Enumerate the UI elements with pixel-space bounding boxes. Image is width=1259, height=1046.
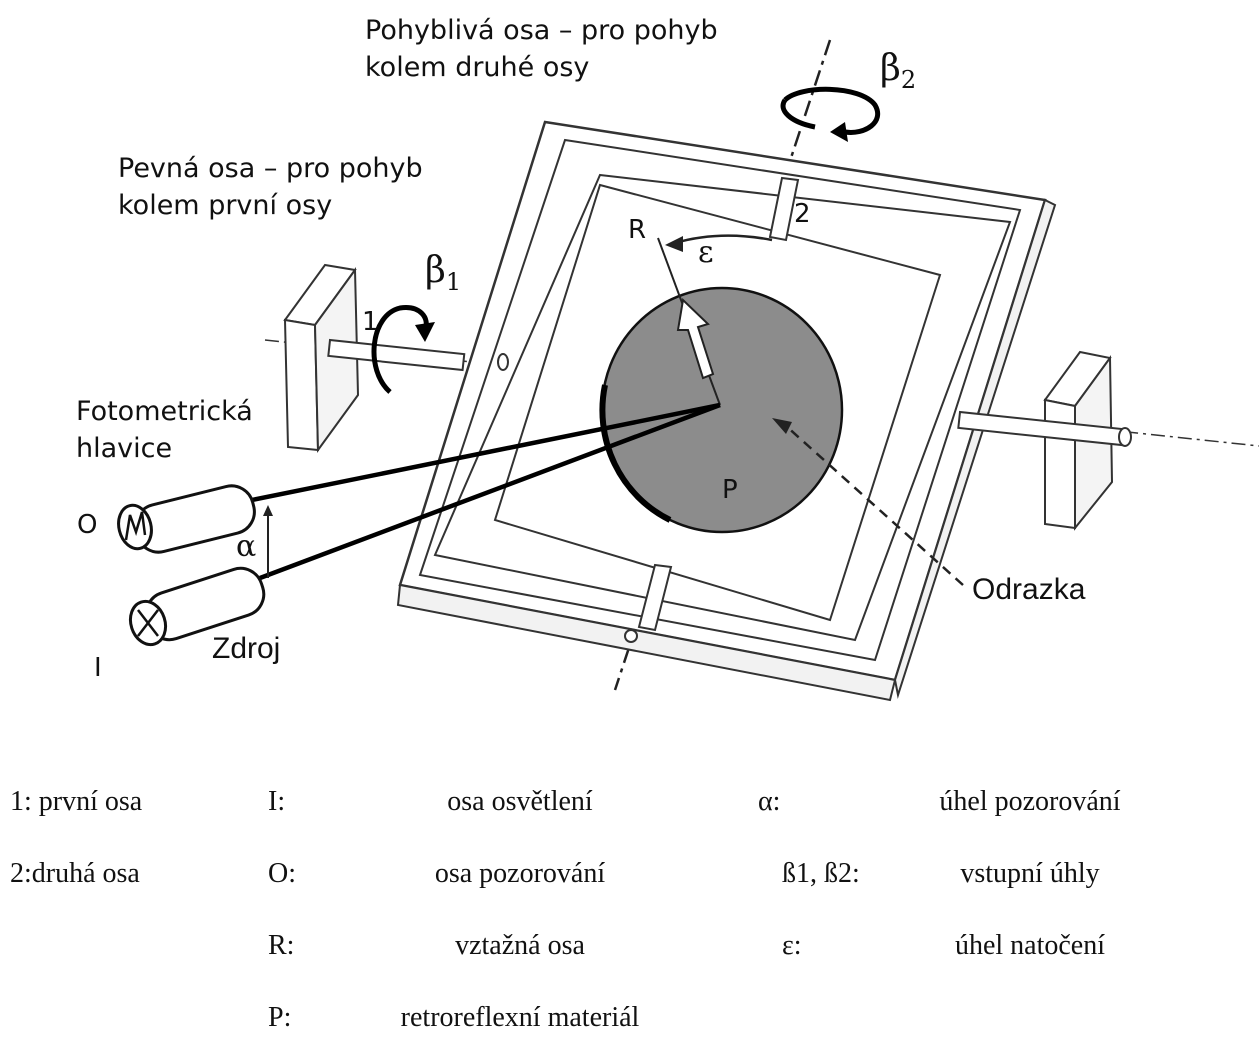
epsilon-arc — [674, 234, 773, 245]
illumination-axis-label: I — [94, 653, 102, 683]
axis1-label: 1 — [362, 307, 379, 337]
beta1-label: β1 — [425, 250, 461, 296]
illumination-beam — [259, 402, 721, 581]
disc-edge — [599, 384, 672, 523]
reflector-pointer-arrow — [772, 418, 792, 434]
legend-symbol-greek: ε: — [782, 930, 802, 961]
beta2-rotation-arrow — [780, 86, 880, 142]
legend-row: P: retroreflexní materiál — [0, 1002, 1259, 1046]
goniometer-diagram: β1 β2 1 2 R ε P α O I — [77, 39, 1259, 702]
legend-symbol: O: — [268, 858, 296, 889]
second-axis-rod — [624, 176, 800, 643]
source-label: Zdroj — [212, 632, 281, 665]
reflector-pointer — [784, 424, 964, 586]
legend-symbol-greek: ß1, ß2: — [782, 858, 860, 889]
legend-symbol: I: — [268, 786, 286, 817]
legend-axis-term: 2:druhá osa — [10, 858, 140, 889]
photometric-head — [117, 484, 256, 554]
legend-meaning-greek: vstupní úhly — [960, 858, 1100, 889]
light-source — [128, 566, 266, 647]
legend-meaning-greek: úhel pozorování — [939, 786, 1121, 817]
alpha-arrowhead-top — [263, 505, 273, 516]
legend: 1: první osa I: osa osvětlení α: úhel po… — [0, 760, 1259, 1033]
epsilon-label: ε — [698, 235, 714, 270]
legend-meaning-greek: úhel natočení — [954, 930, 1106, 961]
first-axis-rod — [327, 338, 1132, 447]
observation-beam — [251, 402, 721, 503]
left-support-block — [283, 263, 360, 453]
legend-symbol: P: — [268, 1002, 292, 1033]
fixed-axis-label: Pevná osa – pro pohyb kolem první osy — [118, 153, 423, 221]
legend-axis-term: 1: první osa — [10, 786, 143, 817]
retroreflective-label: P — [722, 475, 738, 505]
alpha-label: α — [236, 529, 256, 564]
legend-symbol-greek: α: — [758, 786, 781, 817]
photometric-head-label: Fotometrická hlavice — [76, 396, 253, 464]
reference-axis-label: R — [628, 215, 646, 245]
legend-symbol: R: — [268, 930, 295, 961]
legend-row: R: vztažná osa ε: úhel natočení — [0, 930, 1259, 974]
legend-meaning: osa osvětlení — [447, 786, 593, 817]
reflector-label: Odrazka — [972, 573, 1086, 606]
observation-axis-label: O — [77, 510, 97, 540]
beta1-rotation-arrow — [371, 305, 435, 394]
moving-axis-label: Pohyblivá osa – pro pohyb kolem druhé os… — [365, 15, 718, 83]
legend-row: 2:druhá osa O: osa pozorování ß1, ß2: vs… — [0, 858, 1259, 902]
epsilon-arrowhead — [665, 236, 683, 252]
axis2-label: 2 — [794, 199, 811, 229]
legend-meaning: osa pozorování — [434, 858, 606, 889]
beta2-label: β2 — [880, 48, 916, 94]
legend-row: 1: první osa I: osa osvětlení α: úhel po… — [0, 786, 1259, 830]
legend-meaning: retroreflexní materiál — [400, 1002, 640, 1033]
reference-axis-arrow — [676, 297, 715, 380]
legend-meaning: vztažná osa — [455, 930, 585, 961]
